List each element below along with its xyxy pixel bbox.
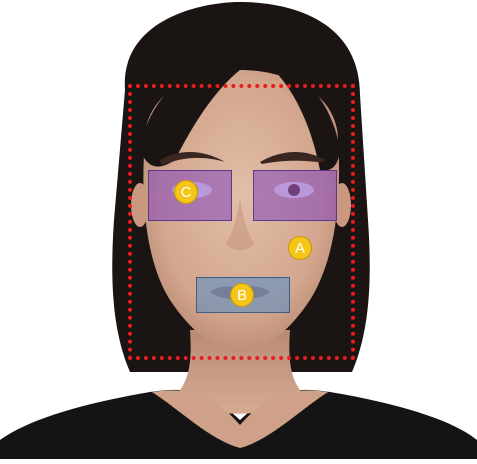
eyes-region-label: C — [174, 180, 198, 204]
mouth-region-label: B — [230, 283, 254, 307]
face-region-box — [128, 84, 355, 360]
right-eye-region-box — [253, 170, 337, 221]
face-region-label: A — [288, 236, 312, 260]
